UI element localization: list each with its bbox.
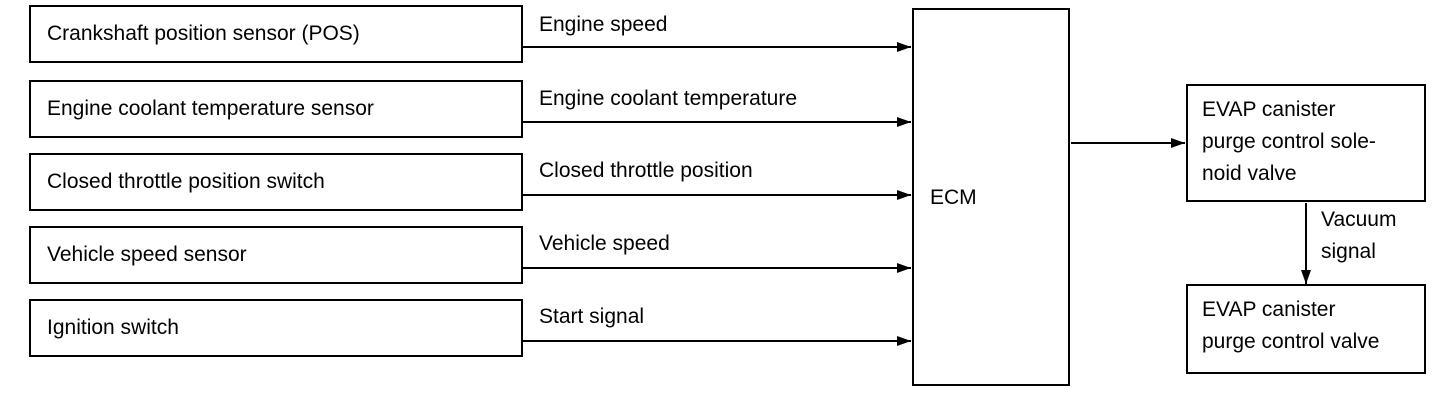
vacuum-signal-line: Vacuum <box>1321 208 1397 231</box>
control-valve-line: EVAP canister <box>1202 298 1336 321</box>
solenoid-valve-line: purge control sole- <box>1202 130 1376 153</box>
sensor-box-ignition-switch: Ignition switch <box>29 299 523 357</box>
signal-label-engine-speed: Engine speed <box>539 13 668 36</box>
signal-label-vehicle-speed: Vehicle speed <box>539 232 670 255</box>
vacuum-signal-label: Vacuum signal <box>1321 204 1396 268</box>
signal-label-closed-throttle-position: Closed throttle position <box>539 159 753 182</box>
signal-label-start-signal: Start signal <box>539 305 645 328</box>
control-valve-line: purge control valve <box>1202 330 1380 353</box>
sensor-box-closed-throttle: Closed throttle position switch <box>29 153 523 211</box>
signal-label-engine-coolant-temperature: Engine coolant temperature <box>539 87 797 110</box>
sensor-box-coolant-temperature: Engine coolant temperature sensor <box>29 80 523 138</box>
solenoid-valve-line: EVAP canister <box>1202 98 1336 121</box>
sensor-label: Vehicle speed sensor <box>47 243 247 266</box>
solenoid-valve-line: noid valve <box>1202 162 1297 185</box>
sensor-box-vehicle-speed: Vehicle speed sensor <box>29 226 523 284</box>
ecm-box: ECM <box>912 8 1070 386</box>
vacuum-signal-line: signal <box>1321 240 1376 263</box>
sensor-label: Engine coolant temperature sensor <box>47 97 374 120</box>
sensor-box-crankshaft: Crankshaft position sensor (POS) <box>29 5 523 63</box>
solenoid-valve-box: EVAP canister purge control sole- noid v… <box>1186 84 1426 202</box>
sensor-label: Ignition switch <box>47 316 179 339</box>
control-valve-text: EVAP canister purge control valve <box>1202 294 1379 358</box>
solenoid-valve-text: EVAP canister purge control sole- noid v… <box>1202 94 1376 190</box>
control-valve-box: EVAP canister purge control valve <box>1186 284 1426 374</box>
sensor-label: Crankshaft position sensor (POS) <box>47 22 360 45</box>
sensor-label: Closed throttle position switch <box>47 170 325 193</box>
ecm-label: ECM <box>930 186 977 209</box>
